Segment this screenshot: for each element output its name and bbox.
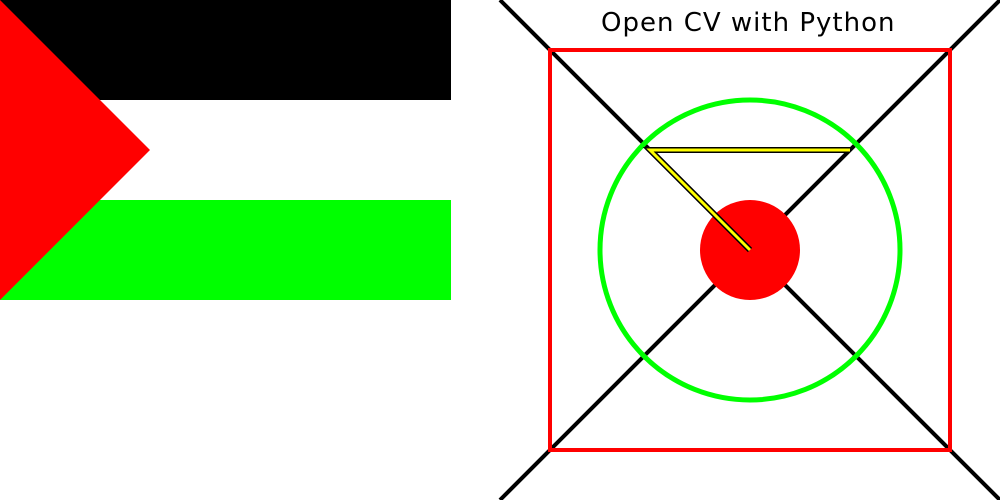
green-circle: [597, 97, 903, 403]
flag-red-triangle: [0, 0, 150, 300]
red-rectangle: [548, 48, 952, 452]
flag: [0, 0, 451, 300]
caption-text: Open CV with Python: [601, 8, 895, 38]
yellow-polyline: [646, 148, 850, 252]
shapes-drawing: [498, 0, 1000, 500]
